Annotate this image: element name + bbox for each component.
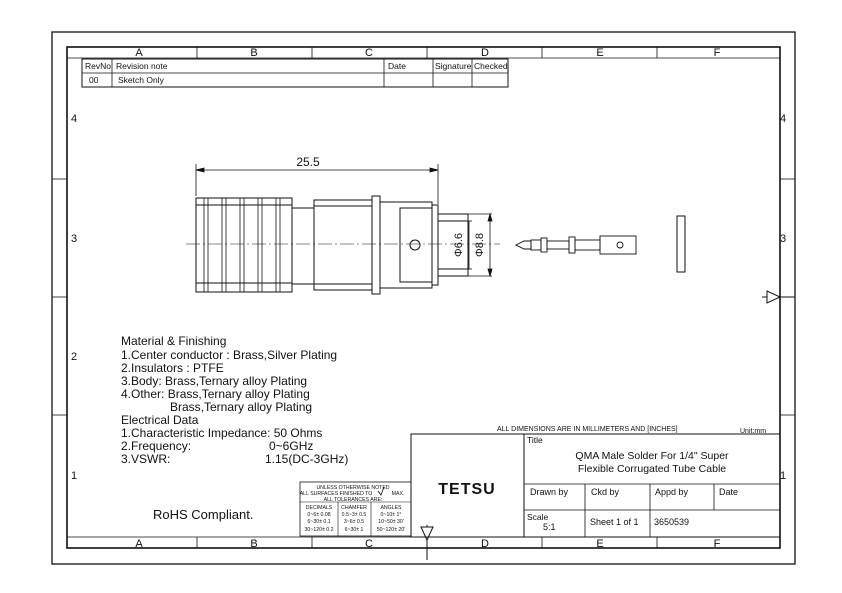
zone-number-right-3: 3 (780, 233, 786, 245)
tolerance-max: MAX. (392, 491, 405, 497)
rev-header-note: Revision note (116, 61, 168, 71)
tolerance-col3-row1: 0~10± 1° (381, 512, 402, 518)
tolerance-col3-row3: 50~120± 20' (377, 527, 406, 533)
title-line1: QMA Male Solder For 1/4" Super (575, 450, 729, 462)
zone-number-left-1: 1 (71, 470, 77, 482)
zone-letter-bottom-f: F (714, 538, 721, 550)
tolerance-line3: ALL TOLERANCES ARE: (324, 497, 383, 503)
note-insulators: 2.Insulators : PTFE (121, 361, 224, 375)
tolerance-col2-row3: 6~30± 1 (345, 527, 364, 533)
tolerance-line1: UNLESS OTHERWISE NOTED (316, 485, 389, 491)
rev-row-note: Sketch Only (118, 75, 165, 85)
note-other-2: Brass,Ternary alloy Plating (170, 400, 312, 414)
zone-letter-top-e: E (596, 47, 603, 59)
note-frequency-label: 2.Frequency: (121, 439, 191, 453)
rohs-compliant: RoHS Compliant. (153, 507, 253, 522)
zone-letter-bottom-e: E (596, 538, 603, 550)
dimension-overall-length (195, 164, 439, 204)
rev-row-revno: 00 (89, 75, 99, 85)
zone-letter-top-f: F (714, 47, 721, 59)
zone-number-left-2: 2 (71, 351, 77, 363)
tolerance-block: UNLESS OTHERWISE NOTED ALL SURFACES FINI… (299, 481, 412, 537)
note-center-conductor: 1.Center conductor : Brass,Silver Platin… (121, 348, 337, 362)
zone-number-left-4: 4 (71, 113, 77, 125)
tolerance-col3-head: ANGLES (380, 505, 402, 511)
title-label: Title (527, 435, 543, 445)
insulator-washer-view (676, 215, 686, 273)
dimension-length-label: 25.5 (296, 155, 320, 169)
zone-letter-top-d: D (481, 47, 489, 59)
zone-number-left-3: 3 (71, 233, 77, 245)
surface-finish-symbol (377, 486, 385, 496)
note-impedance: 1.Characteristic Impedance: 50 Ohms (121, 426, 322, 440)
dimension-outer-diameter: Φ8.8 (474, 233, 486, 257)
scale-label: Scale (527, 512, 549, 522)
dimension-diameters (468, 212, 493, 278)
zone-letter-top-c: C (365, 47, 373, 59)
rev-header-date: Date (388, 61, 406, 71)
drawing-number: 3650539 (654, 517, 689, 527)
material-notes: Material & Finishing 1.Center conductor … (121, 334, 348, 466)
note-other: 4.Other: Brass,Ternary alloy Plating (121, 387, 310, 401)
ckd-by-label: Ckd by (591, 487, 620, 497)
zone-letter-bottom-d: D (481, 538, 489, 550)
dimension-inner-diameter: Φ6.6 (453, 233, 465, 257)
zone-letter-bottom-b: B (250, 538, 257, 550)
centering-marks (420, 290, 795, 560)
tolerance-col2-row1: 0.5~3± 0.5 (342, 512, 367, 518)
note-electrical-heading: Electrical Data (121, 413, 199, 427)
revision-table: RevNo Revision note Date Signature Check… (81, 58, 509, 88)
outer-frame (51, 31, 796, 565)
drawn-by-label: Drawn by (530, 487, 569, 497)
tolerance-col2-row2: 3~6± 0.5 (344, 519, 364, 525)
note-vswr-value: 1.15(DC-3GHz) (265, 452, 348, 466)
tolerance-col1-row1: 0~6± 0.08 (307, 512, 330, 518)
appd-by-label: Appd by (655, 487, 689, 497)
date-label: Date (719, 487, 738, 497)
rev-header-signature: Signature (435, 61, 472, 71)
tolerance-col1-head: DECIMALS (306, 505, 333, 511)
unit-label: Unit:mm (740, 428, 766, 435)
tolerance-col1-row3: 30~120± 0.2 (305, 527, 334, 533)
tolerance-col2-head: CHAMFER (341, 505, 367, 511)
note-vswr-label: 3.VSWR: (121, 452, 170, 466)
zone-letter-top-b: B (250, 47, 257, 59)
center-pin-view (514, 235, 637, 255)
zone-letter-bottom-c: C (365, 538, 373, 550)
rev-header-revno: RevNo (85, 61, 111, 71)
zone-letter-top-a: A (135, 47, 143, 59)
company-name: TETSU (438, 481, 495, 498)
note-material-heading: Material & Finishing (121, 334, 226, 348)
tolerance-col1-row2: 6~30± 0.1 (307, 519, 330, 525)
rev-header-checked: Checked (474, 61, 508, 71)
connector-body-view (186, 195, 500, 295)
zone-number-right-4: 4 (780, 113, 786, 125)
note-frequency-value: 0~6GHz (269, 439, 313, 453)
tolerance-line2: ALL SURFACES FINISHED TO (300, 491, 373, 497)
note-body: 3.Body: Brass,Ternary alloy Plating (121, 374, 307, 388)
title-block: ALL DIMENSIONS ARE IN MILLIMETERS AND [I… (410, 426, 781, 538)
title-line2: Flexible Corrugated Tube Cable (578, 463, 726, 475)
zone-number-right-1: 1 (780, 470, 786, 482)
zone-letter-bottom-a: A (135, 538, 143, 550)
scale-value: 5:1 (543, 522, 556, 532)
tolerance-col3-row2: 10~50± 30' (378, 519, 404, 525)
dimensions-note: ALL DIMENSIONS ARE IN MILLIMETERS AND [I… (497, 426, 678, 433)
sheet-number: Sheet 1 of 1 (590, 517, 639, 527)
